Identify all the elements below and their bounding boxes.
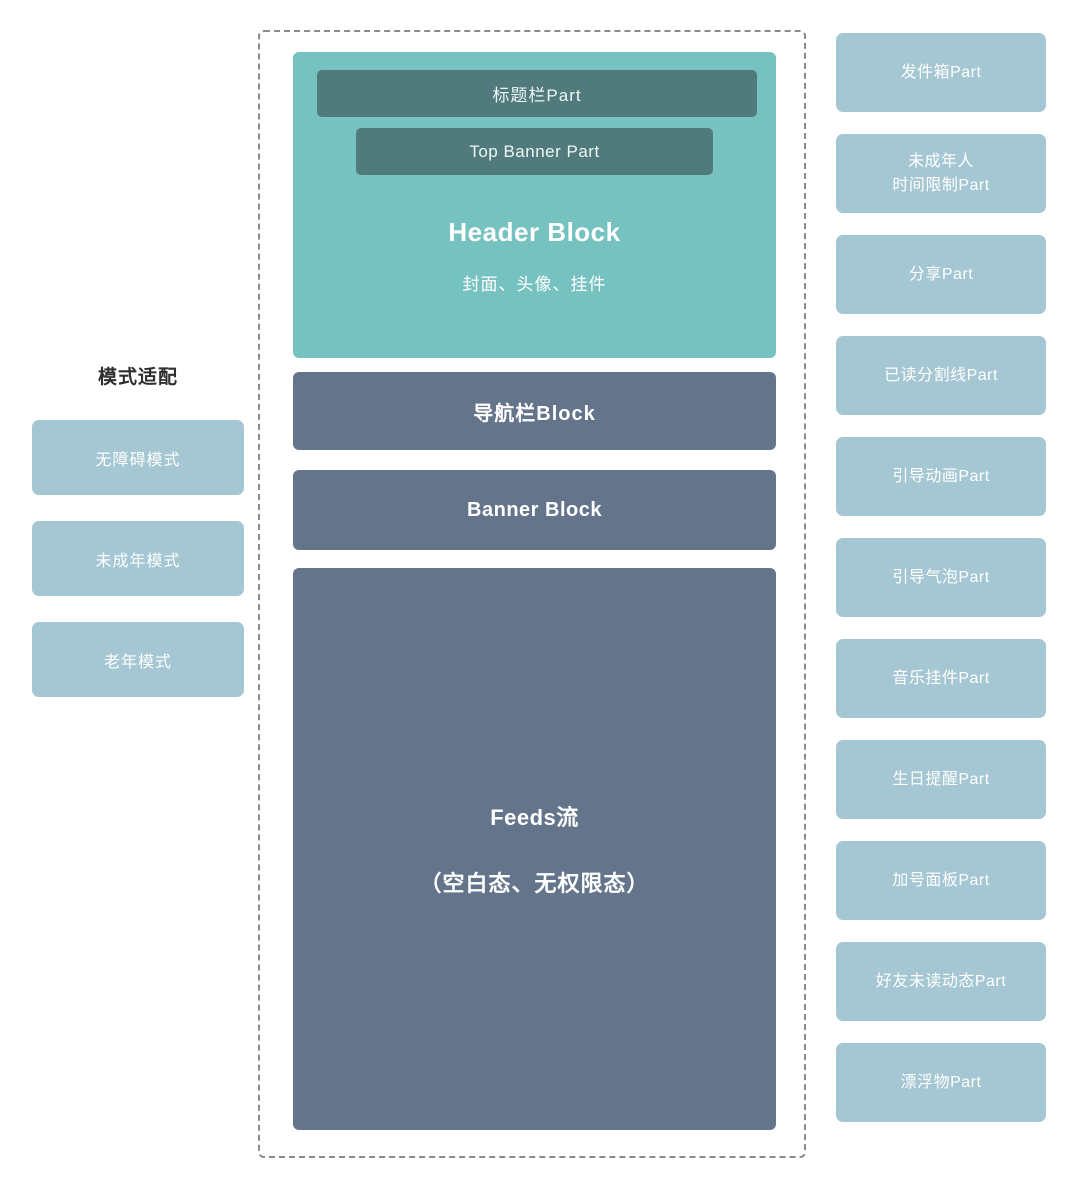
part-card-friend-unread-feed[interactable]: 好友未读动态Part [836,942,1046,1021]
mode-card-label: 老年模式 [103,653,172,671]
top-banner-part-label: Top Banner Part [469,141,600,161]
banner-block-label: Banner Block [467,498,602,521]
part-card-label: 漂浮物Part [900,1073,982,1091]
nav-bar-block[interactable]: 导航栏Block [293,372,776,450]
part-card-guide-bubble[interactable]: 引导气泡Part [836,538,1046,617]
part-card-label: 好友未读动态Part [875,972,1007,990]
feeds-block-subtitle: （空白态、无权限态） [419,871,650,896]
part-card-label: 音乐挂件Part [892,669,990,687]
mode-adaptation-column: 模式适配 无障碍模式 未成年模式 老年模式 [32,362,244,723]
part-card-guide-animation[interactable]: 引导动画Part [836,437,1046,516]
feeds-block[interactable]: Feeds流 （空白态、无权限态） [293,568,776,1130]
nav-bar-block-label: 导航栏Block [473,402,596,425]
part-card-plus-panel[interactable]: 加号面板Part [836,841,1046,920]
header-block-caption: Header Block 封面、头像、挂件 [293,217,776,295]
part-card-outbox[interactable]: 发件箱Part [836,33,1046,112]
mode-card-minor[interactable]: 未成年模式 [32,521,244,596]
part-card-label: 已读分割线Part [884,366,998,384]
mode-card-accessibility[interactable]: 无障碍模式 [32,420,244,495]
banner-block[interactable]: Banner Block [293,470,776,550]
part-card-read-divider[interactable]: 已读分割线Part [836,336,1046,415]
part-card-label: 发件箱Part [900,63,982,81]
header-block[interactable]: 标题栏Part Top Banner Part Header Block 封面、… [293,52,776,358]
mode-card-elderly[interactable]: 老年模式 [32,622,244,697]
part-card-minor-time-limit[interactable]: 未成年人 时间限制Part [836,134,1046,213]
part-card-label: 未成年人 时间限制Part [892,153,990,194]
title-bar-part-label: 标题栏Part [492,86,582,105]
parts-column: 发件箱Part 未成年人 时间限制Part 分享Part 已读分割线Part 引… [836,33,1046,1144]
part-card-music-widget[interactable]: 音乐挂件Part [836,639,1046,718]
mode-adaptation-title: 模式适配 [97,367,178,388]
part-card-label: 分享Part [908,265,974,283]
part-card-label: 加号面板Part [892,871,990,889]
title-bar-part[interactable]: 标题栏Part [317,70,757,117]
part-card-share[interactable]: 分享Part [836,235,1046,314]
page-block-stack: 标题栏Part Top Banner Part Header Block 封面、… [293,52,776,1130]
feeds-block-title: Feeds流 [490,805,579,830]
mode-card-label: 未成年模式 [95,552,181,570]
page-frame-dashed-outline [258,30,806,1158]
part-card-label: 生日提醒Part [892,770,990,788]
header-block-subtitle: 封面、头像、挂件 [462,275,607,294]
part-card-floating-object[interactable]: 漂浮物Part [836,1043,1046,1122]
mode-card-label: 无障碍模式 [95,451,181,469]
part-card-birthday-reminder[interactable]: 生日提醒Part [836,740,1046,819]
part-card-label: 引导动画Part [892,467,990,485]
header-block-title: Header Block [448,217,621,247]
top-banner-part[interactable]: Top Banner Part [356,128,713,175]
part-card-label: 引导气泡Part [892,568,990,586]
